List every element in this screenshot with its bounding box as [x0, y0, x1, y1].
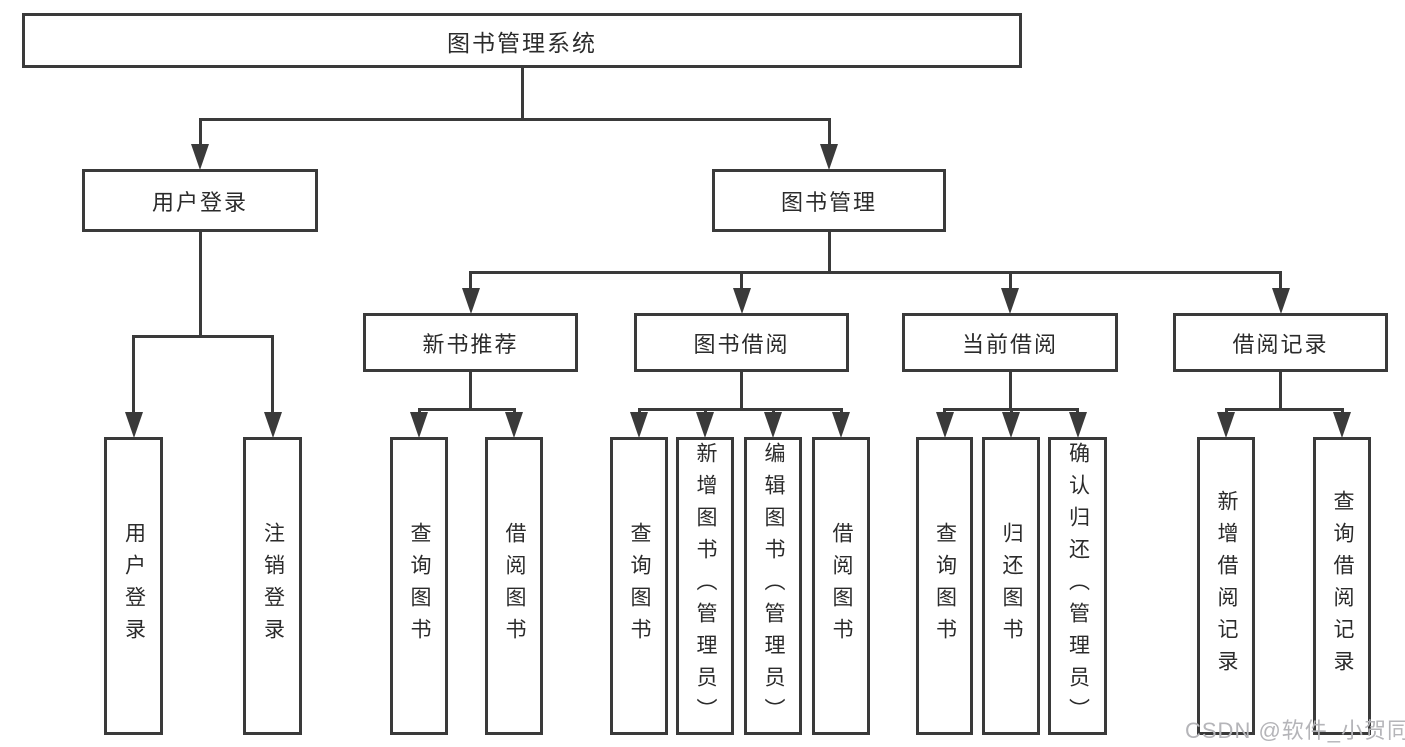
node-leaf-logout: 注销登录: [243, 437, 302, 735]
arrow-down-icon: [820, 144, 838, 170]
node-leaf-br-add: 新增借阅记录: [1197, 437, 1255, 735]
node-label: 图书借阅: [693, 331, 790, 357]
connector-line: [637, 408, 843, 411]
node-label: 查询图书: [933, 522, 957, 650]
connector-line: [827, 231, 831, 274]
node-label: 借阅图书: [830, 522, 853, 650]
connector-line: [740, 371, 743, 411]
node-leaf-user-login: 用户登录: [104, 437, 163, 735]
node-label: 用户登录: [151, 189, 248, 215]
arrow-down-icon: [505, 412, 523, 438]
connector-line: [469, 371, 472, 411]
arrow-down-icon: [1333, 412, 1351, 438]
arrow-down-icon: [764, 412, 782, 438]
node-label: 新增图书（管理员）: [694, 442, 717, 730]
node-label: 新书推荐: [422, 331, 519, 357]
node-label: 归还图书: [1000, 522, 1023, 650]
arrow-down-icon: [410, 412, 428, 438]
node-leaf-cb-return: 归还图书: [982, 437, 1040, 735]
node-label: 新增借阅记录: [1215, 490, 1238, 682]
arrow-down-icon: [832, 412, 850, 438]
arrow-down-icon: [1002, 412, 1020, 438]
connector-line: [520, 67, 524, 121]
arrow-down-icon: [1271, 288, 1290, 314]
arrow-down-icon: [263, 412, 282, 438]
node-book-mgmt: 图书管理: [712, 169, 946, 232]
arrow-down-icon: [1068, 412, 1087, 438]
node-borrow-records: 借阅记录: [1173, 313, 1388, 372]
connector-line: [132, 335, 135, 417]
node-leaf-bb-query: 查询图书: [610, 437, 668, 735]
connector-line: [132, 335, 274, 338]
node-leaf-bb-add: 新增图书（管理员）: [676, 437, 734, 735]
connector-line: [271, 335, 274, 417]
node-label: 注销登录: [261, 522, 285, 650]
connector-line: [827, 118, 831, 149]
node-root: 图书管理系统: [22, 13, 1022, 68]
node-leaf-bb-borrow: 借阅图书: [812, 437, 870, 735]
connector-line: [1279, 371, 1282, 411]
arrow-down-icon: [1001, 288, 1019, 314]
arrow-down-icon: [124, 412, 143, 438]
arrow-down-icon: [191, 144, 209, 170]
connector-line: [1008, 371, 1012, 411]
node-label: 查询借阅记录: [1331, 490, 1354, 682]
connector-line: [1279, 271, 1282, 293]
node-label: 借阅记录: [1232, 331, 1329, 357]
connector-line: [469, 271, 472, 293]
arrow-down-icon: [1217, 412, 1235, 438]
node-label: 编辑图书（管理员）: [762, 442, 785, 730]
arrow-down-icon: [732, 288, 751, 314]
node-book-borrow: 图书借阅: [634, 313, 849, 372]
connector-line: [198, 231, 202, 338]
node-label: 查询图书: [628, 522, 651, 650]
connector-line: [417, 408, 516, 411]
arrow-down-icon: [935, 412, 954, 438]
connector-line: [469, 271, 1282, 274]
connector-line: [1008, 271, 1012, 293]
connector-line: [1224, 408, 1344, 411]
node-label: 图书管理系统: [447, 29, 597, 56]
node-leaf-br-query: 查询借阅记录: [1313, 437, 1371, 735]
node-label: 借阅图书: [503, 522, 526, 650]
node-user-login: 用户登录: [82, 169, 318, 232]
node-label: 确认归还（管理员）: [1066, 442, 1090, 730]
node-label: 当前借阅: [961, 331, 1058, 357]
node-leaf-nb-borrow: 借阅图书: [485, 437, 543, 735]
node-current-borrow: 当前借阅: [902, 313, 1118, 372]
node-leaf-nb-query: 查询图书: [390, 437, 448, 735]
node-label: 用户登录: [122, 522, 146, 650]
node-leaf-cb-confirm: 确认归还（管理员）: [1048, 437, 1107, 735]
node-label: 查询图书: [408, 522, 431, 650]
watermark: CSDN @软件_小贺同学: [1185, 718, 1405, 743]
node-leaf-bb-edit: 编辑图书（管理员）: [744, 437, 802, 735]
arrow-down-icon: [630, 412, 648, 438]
node-label: 图书管理: [780, 189, 877, 215]
arrow-down-icon: [461, 288, 480, 314]
connector-line: [198, 118, 202, 149]
connector-line: [740, 271, 743, 293]
connector-line: [198, 118, 831, 121]
node-leaf-cb-query: 查询图书: [916, 437, 973, 735]
arrow-down-icon: [696, 412, 714, 438]
node-new-books: 新书推荐: [363, 313, 578, 372]
